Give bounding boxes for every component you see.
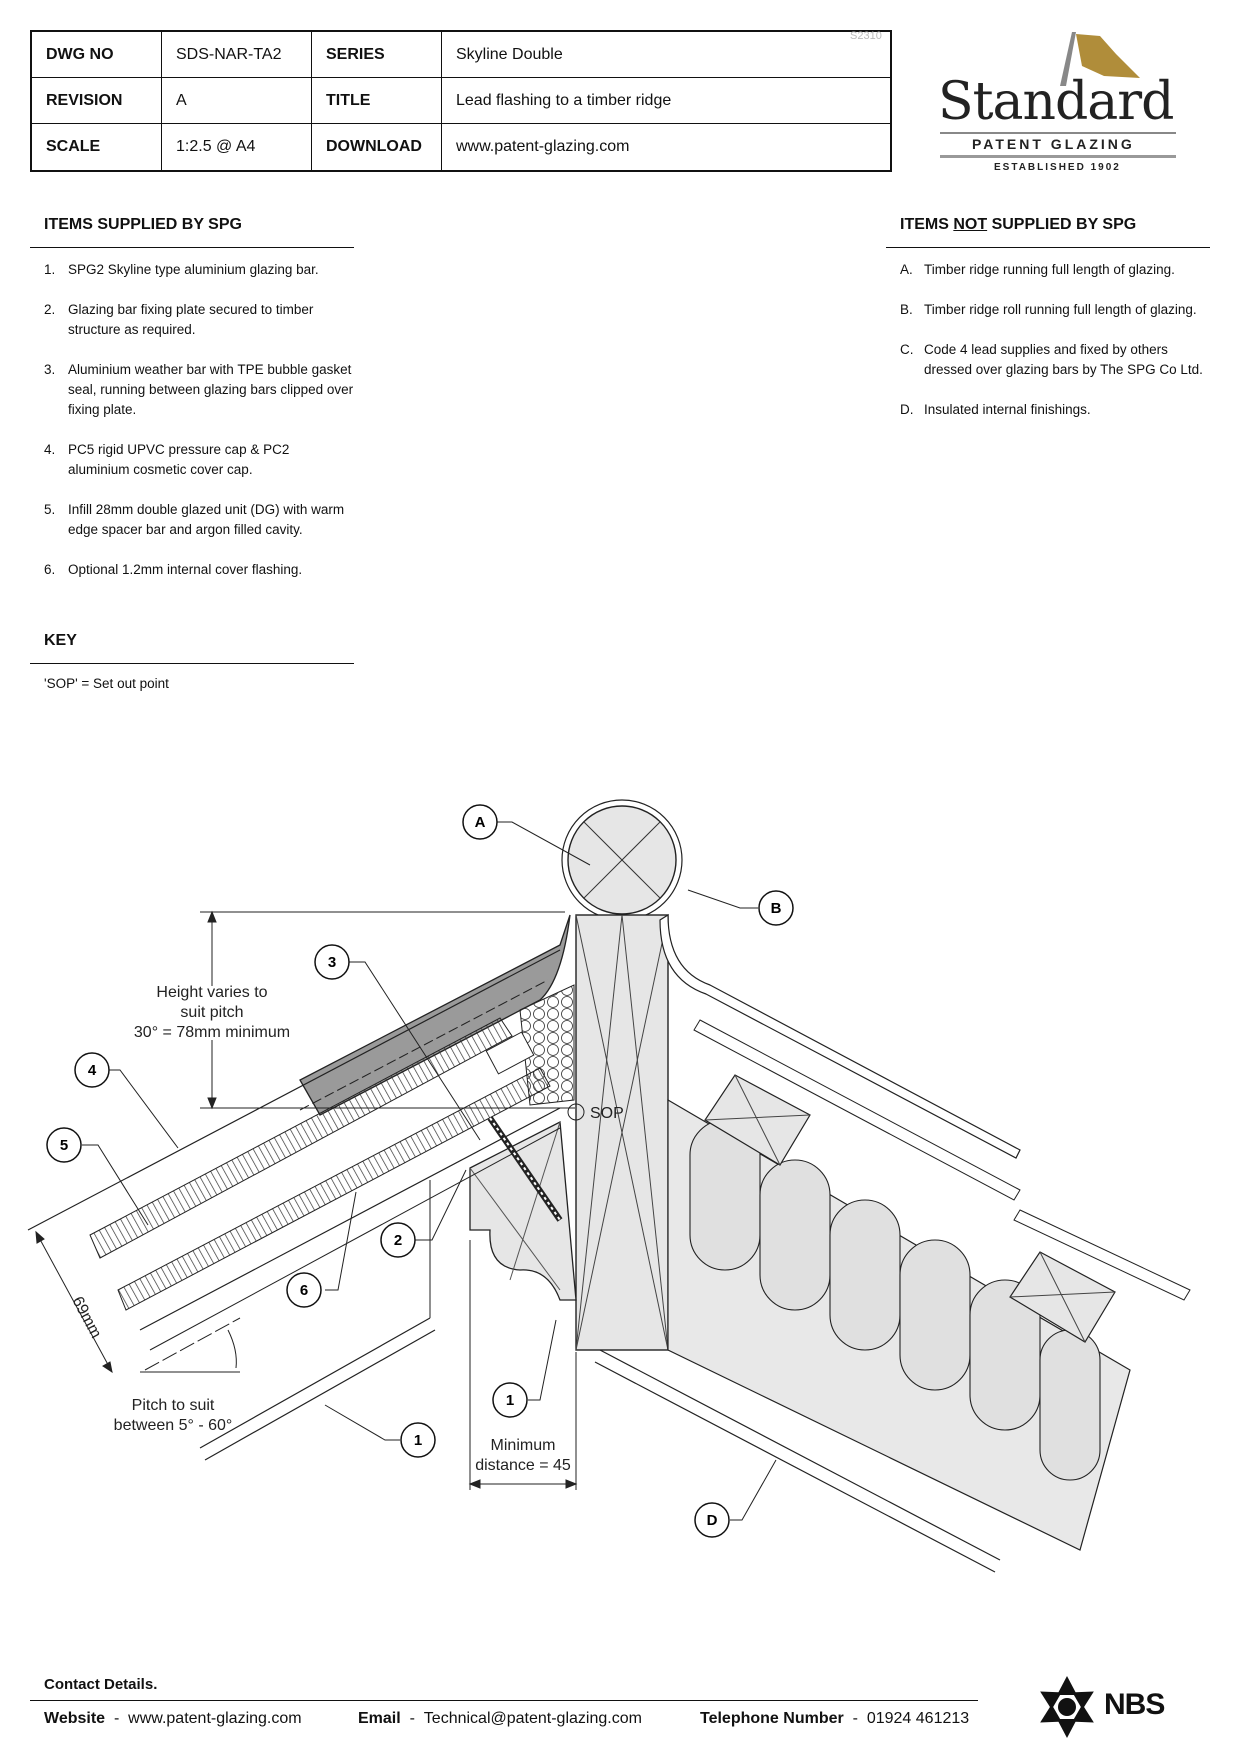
not-supplied-list: A.Timber ridge running full length of gl… bbox=[900, 260, 1210, 440]
min-distance-dimension bbox=[468, 1240, 578, 1490]
svg-text:6: 6 bbox=[300, 1282, 308, 1299]
nbs-logo-icon bbox=[1040, 1676, 1094, 1738]
not-supplied-title: ITEMS NOT SUPPLIED BY SPG bbox=[900, 216, 1137, 233]
callout-3: 3 bbox=[314, 944, 350, 980]
footer-website: Website - www.patent-glazing.com bbox=[44, 1710, 302, 1727]
height-note-line: Height varies to bbox=[156, 984, 267, 1001]
thickness-dimension bbox=[35, 1230, 113, 1374]
callout-B: A bbox=[462, 804, 498, 840]
flag-logo-icon bbox=[1060, 32, 1140, 86]
list-item: 5.Infill 28mm double glazed unit (DG) wi… bbox=[44, 502, 345, 537]
svg-text:4: 4 bbox=[88, 1062, 97, 1079]
section-rule bbox=[886, 247, 1210, 248]
svg-text:2: 2 bbox=[394, 1232, 402, 1249]
callout-5: 5 bbox=[46, 1127, 82, 1163]
svg-text:5: 5 bbox=[60, 1137, 68, 1154]
dim-69mm: 69mm bbox=[68, 1294, 104, 1341]
revision-label: REVISION bbox=[32, 78, 162, 124]
ridge-detail-diagram: Height varies to suit pitch 30° = 78mm m… bbox=[27, 799, 1191, 1573]
list-item: 3.Aluminium weather bar with TPE bubble … bbox=[44, 362, 354, 417]
right-glazing bbox=[693, 1019, 1021, 1201]
callout-1: 1 bbox=[400, 1422, 436, 1458]
insulated-finishings bbox=[594, 1098, 1131, 1573]
list-item: B.Timber ridge roll running full length … bbox=[900, 302, 1197, 317]
supplied-title: ITEMS SUPPLIED BY SPG bbox=[44, 216, 242, 233]
list-item: D.Insulated internal finishings. bbox=[900, 402, 1091, 417]
logo-wordmark: Standard bbox=[938, 72, 1174, 132]
dwg-no-label: DWG NO bbox=[32, 32, 162, 78]
callout-2: 2 bbox=[380, 1222, 416, 1258]
height-note-line: 30° = 78mm minimum bbox=[134, 1024, 290, 1041]
right-glazing bbox=[1013, 1209, 1191, 1301]
callout-A: 1 bbox=[492, 1382, 528, 1418]
rafter-line bbox=[204, 1329, 436, 1461]
pitch-indicator bbox=[140, 1317, 241, 1373]
svg-text:A: A bbox=[475, 814, 486, 831]
leader-lines bbox=[82, 821, 777, 1521]
logo-subtitle: PATENT GLAZING bbox=[972, 136, 1135, 152]
logo-divider bbox=[940, 155, 1176, 158]
key-text: 'SOP' = Set out point bbox=[44, 676, 169, 691]
timber-ridge bbox=[469, 914, 669, 1351]
drawing-code: S2310 bbox=[850, 30, 882, 42]
key-title: KEY bbox=[44, 632, 77, 649]
series-value: Skyline Double bbox=[442, 32, 890, 78]
list-item: 2.Glazing bar fixing plate secured to ti… bbox=[44, 302, 314, 337]
footer-phone: Telephone Number - 01924 461213 bbox=[700, 1710, 970, 1727]
svg-text:1: 1 bbox=[506, 1392, 514, 1409]
section-rule bbox=[30, 663, 354, 664]
logo-divider bbox=[940, 132, 1176, 134]
website-link[interactable]: www.patent-glazing.com bbox=[128, 1710, 302, 1727]
series-label: SERIES bbox=[312, 32, 442, 78]
svg-text:B: B bbox=[771, 900, 782, 917]
ridge-roll bbox=[561, 799, 683, 921]
title-label: TITLE bbox=[312, 78, 442, 124]
callout-C: B bbox=[758, 890, 794, 926]
callout-D: D bbox=[694, 1502, 730, 1538]
list-item: C.Code 4 lead supplies and fixed by othe… bbox=[900, 342, 1203, 377]
title-value: Lead flashing to a timber ridge bbox=[442, 78, 890, 124]
scale-value: 1:2.5 @ A4 bbox=[162, 124, 312, 170]
glazing-bar-assembly bbox=[27, 949, 563, 1351]
list-item: 6.Optional 1.2mm internal cover flashing… bbox=[44, 562, 303, 577]
revision-value: A bbox=[162, 78, 312, 124]
sop-marker bbox=[567, 1103, 585, 1121]
pitch-note-line: Pitch to suit bbox=[132, 1397, 215, 1414]
list-item: 4.PC5 rigid UPVC pressure cap & PC2 alum… bbox=[44, 442, 290, 477]
min-distance-line: distance = 45 bbox=[475, 1457, 571, 1474]
drawing-info-table: DWG NO SDS-NAR-TA2 SERIES Skyline Double… bbox=[30, 30, 892, 172]
svg-text:3: 3 bbox=[328, 954, 336, 971]
phone-number: 01924 461213 bbox=[866, 1710, 970, 1727]
lead-flashing-right bbox=[659, 913, 1021, 1159]
download-label: DOWNLOAD bbox=[312, 124, 442, 170]
contact-title: Contact Details. bbox=[44, 1676, 158, 1693]
sop-label: SOP bbox=[590, 1105, 624, 1122]
supplied-list: 1.SPG2 Skyline type aluminium glazing ba… bbox=[44, 260, 354, 600]
footer-rule bbox=[30, 1700, 978, 1701]
svg-text:D: D bbox=[707, 1512, 718, 1529]
callout-6: 6 bbox=[286, 1272, 322, 1308]
height-dimension bbox=[200, 910, 575, 1110]
scale-label: SCALE bbox=[32, 124, 162, 170]
logo-established: ESTABLISHED 1902 bbox=[994, 162, 1121, 173]
callout-4: 4 bbox=[74, 1052, 110, 1088]
footer-email: Email - Technical@patent-glazing.com bbox=[358, 1710, 642, 1727]
dwg-no-value: SDS-NAR-TA2 bbox=[162, 32, 312, 78]
height-note-line: suit pitch bbox=[180, 1004, 243, 1021]
pitch-note-line: between 5° - 60° bbox=[114, 1417, 233, 1434]
min-distance-line: Minimum bbox=[491, 1437, 556, 1454]
section-rule bbox=[30, 247, 354, 248]
email-link[interactable]: Technical@patent-glazing.com bbox=[423, 1710, 642, 1727]
list-item: 1.SPG2 Skyline type aluminium glazing ba… bbox=[44, 262, 319, 277]
timber-block-right bbox=[704, 1074, 1116, 1343]
list-item: A.Timber ridge running full length of gl… bbox=[900, 262, 1175, 277]
svg-text:1: 1 bbox=[414, 1432, 422, 1449]
nbs-wordmark: NBS bbox=[1104, 1688, 1165, 1721]
download-value[interactable]: www.patent-glazing.com bbox=[456, 138, 630, 155]
rafter-line bbox=[199, 1317, 431, 1449]
